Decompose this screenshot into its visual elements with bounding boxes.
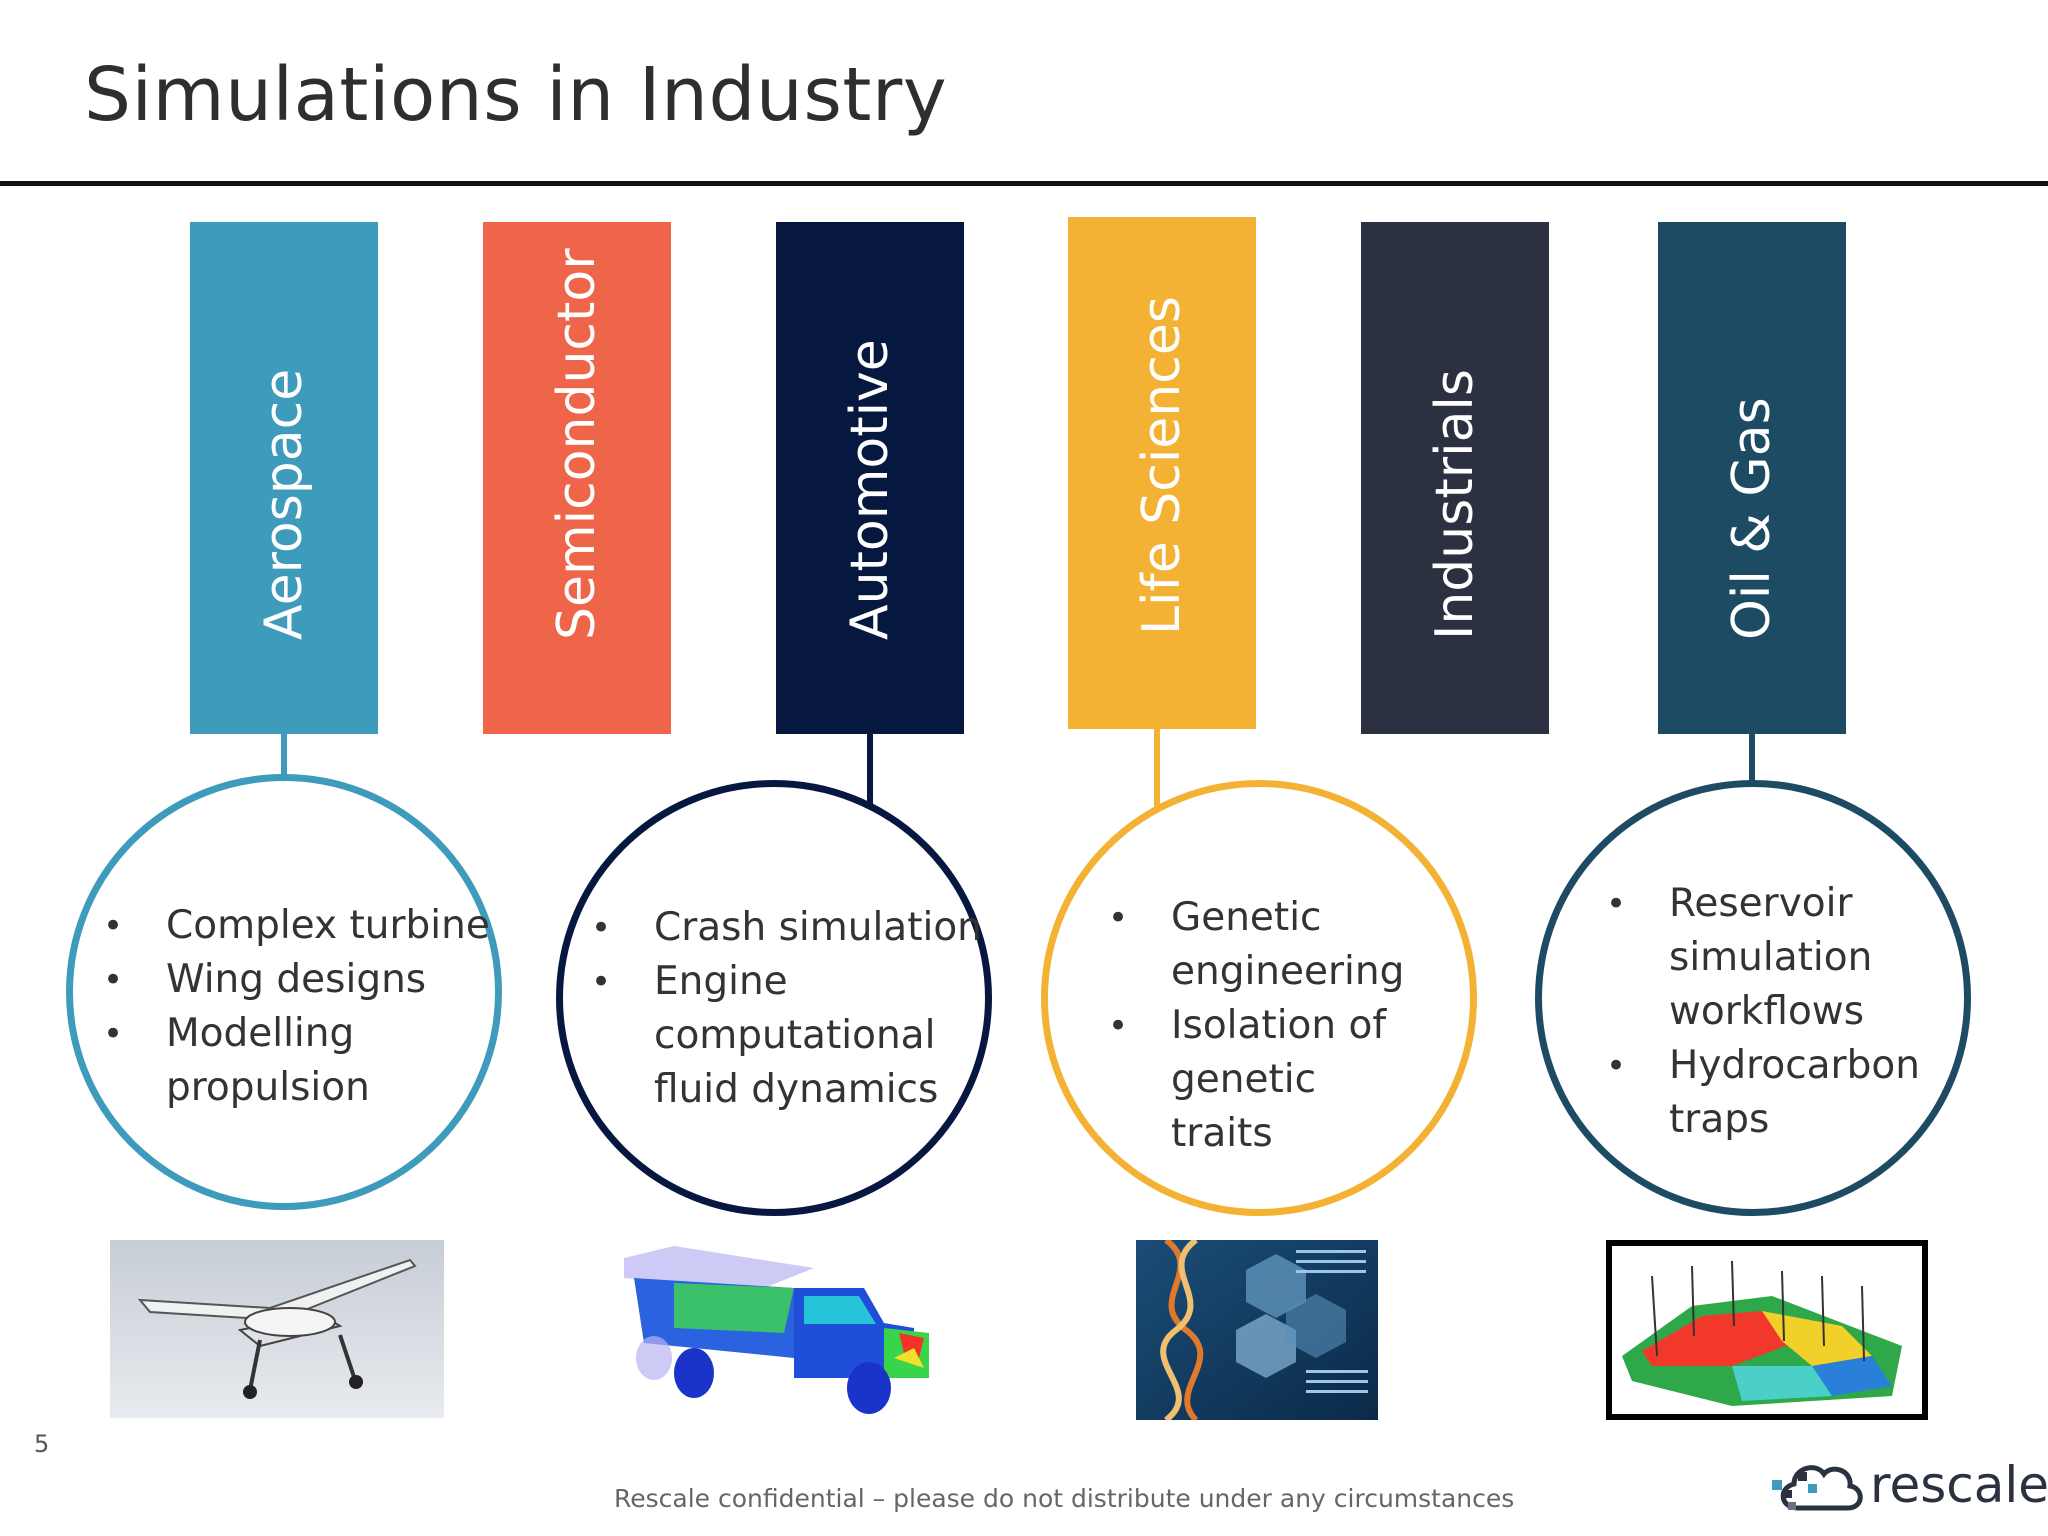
dna-image: [1136, 1240, 1378, 1420]
list-item: Isolation of genetic traits: [1108, 999, 1421, 1161]
connector-aerospace: [281, 734, 287, 776]
crash-simulation-image: [614, 1238, 944, 1420]
bullet-list: Crash simulation Engine computational fl…: [591, 901, 1011, 1117]
industry-label: Life Sciences: [1132, 296, 1192, 635]
list-item: Genetic engineering: [1108, 891, 1411, 999]
list-item: Reservoir simulation workflows: [1606, 877, 1899, 1039]
bullet-list: Genetic engineering Isolation of genetic…: [1108, 891, 1428, 1161]
industry-bar-automotive: Automotive: [776, 222, 964, 734]
connector-automotive: [867, 734, 873, 804]
circle-life-sciences: Genetic engineering Isolation of genetic…: [1041, 780, 1477, 1216]
bullet-list: Reservoir simulation workflows Hydrocarb…: [1606, 877, 1936, 1147]
list-item: Hydrocarbon traps: [1606, 1039, 1929, 1147]
list-item: Engine computational fluid dynamics: [591, 955, 944, 1117]
connector-oil-gas: [1749, 734, 1755, 784]
list-item: Wing designs: [103, 953, 523, 1007]
list-item: Modelling propulsion: [103, 1007, 396, 1115]
industry-bar-aerospace: Aerospace: [190, 222, 378, 734]
reservoir-image: [1606, 1240, 1928, 1420]
title-divider: [0, 181, 2048, 186]
bullet-list: Complex turbine Wing designs Modelling p…: [103, 899, 523, 1115]
drone-image: [110, 1240, 444, 1418]
industry-bar-semiconductor: Semiconductor: [483, 222, 671, 734]
list-item: Crash simulation: [591, 901, 1011, 955]
industry-label: Automotive: [840, 339, 900, 640]
connector-life-sciences: [1154, 729, 1160, 807]
industry-label: Semiconductor: [547, 248, 607, 640]
rescale-cloud-icon: [1772, 1465, 1863, 1511]
confidential-footer: Rescale confidential – please do not dis…: [614, 1484, 1515, 1513]
slide-title: Simulations in Industry: [84, 52, 948, 138]
industry-bar-oil-gas: Oil & Gas: [1658, 222, 1846, 734]
list-item: Complex turbine: [103, 899, 523, 953]
circle-automotive: Crash simulation Engine computational fl…: [556, 780, 992, 1216]
circle-aerospace: Complex turbine Wing designs Modelling p…: [66, 774, 502, 1210]
rescale-logo-text: rescale: [1870, 1456, 2048, 1514]
industry-bar-industrials: Industrials: [1361, 222, 1549, 734]
industry-label: Aerospace: [254, 368, 314, 640]
industry-label: Industrials: [1425, 369, 1485, 640]
circle-oil-gas: Reservoir simulation workflows Hydrocarb…: [1535, 780, 1971, 1216]
page-number: 5: [34, 1430, 50, 1458]
industry-label: Oil & Gas: [1722, 397, 1782, 640]
industry-bar-life-sciences: Life Sciences: [1068, 217, 1256, 729]
